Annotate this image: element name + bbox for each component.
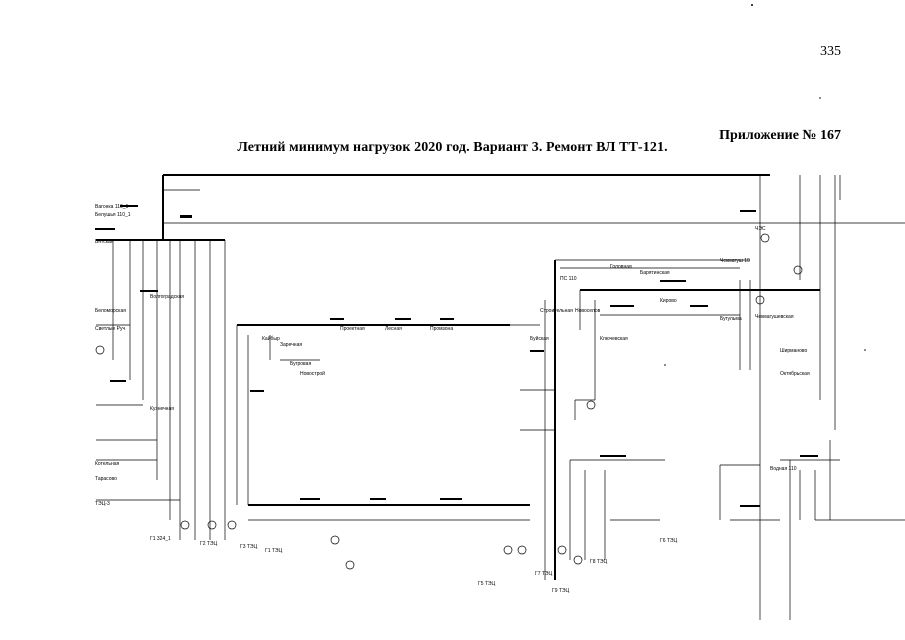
substation-label: Вагонка 110_1: [95, 204, 129, 210]
substation-label: Бугульма: [720, 316, 742, 322]
substation-label: ТЭЦ-3: [95, 501, 110, 507]
substation-label: Ключевская: [600, 336, 628, 342]
substation-label: Беломорская: [95, 308, 126, 314]
substation-label: Октябрьская: [780, 371, 810, 377]
substation-label: Новострой: [300, 370, 325, 377]
generator-icon: [345, 560, 355, 570]
substation-label: Ширманово: [780, 348, 808, 354]
substation-label: Барятинская: [640, 270, 670, 276]
substation-label: Г1 ТЭЦ: [265, 548, 283, 554]
substation-label: Кирово: [660, 298, 677, 304]
substation-label: Волгоградская: [150, 294, 184, 300]
appendix-label: Приложение № 167: [719, 128, 841, 143]
generator-icon: [573, 555, 583, 565]
generator-icon: [180, 520, 190, 530]
substation-label: Тарасово: [95, 476, 117, 482]
substation-label: Лесная: [385, 326, 402, 332]
substation-label: Г1 324_1: [150, 536, 171, 542]
substation-label: Новоселов: [575, 308, 601, 314]
substation-label: ЧЭС: [755, 226, 766, 232]
generator-icon: [517, 545, 527, 555]
scan-specks: [664, 4, 866, 366]
substation-label: Г6 ТЭЦ: [660, 538, 678, 544]
substation-label: Буйская: [530, 335, 549, 342]
substation-label: Г7 ТЭЦ: [535, 571, 553, 577]
substation-label: Кузнечная: [150, 406, 174, 412]
generator-icon: [760, 233, 770, 243]
substation-label: Вятская: [95, 239, 114, 245]
generator-icon: [330, 535, 340, 545]
generator-icon: [557, 545, 567, 555]
page-number: 335: [820, 44, 841, 59]
generator-icon: [755, 295, 765, 305]
measurement-marks: [95, 205, 818, 507]
substation-label: Светлые Руч: [95, 326, 126, 332]
generator-icon: [503, 545, 513, 555]
main-buses: [96, 174, 905, 620]
substation-label: ПС 110: [560, 276, 577, 282]
generator-icon: [95, 345, 105, 355]
substation-label: Г8 ТЭЦ: [590, 559, 608, 565]
substation-label: Кайбыр: [262, 335, 280, 342]
generators: [95, 233, 803, 570]
substation-label: Г5 ТЭЦ: [478, 581, 496, 587]
substation-label: Г2 ТЭЦ: [200, 541, 218, 547]
diagram-title: Летний минимум нагрузок 2020 год. Вариан…: [237, 140, 668, 155]
substation-label: Чекмагуш 10: [720, 258, 750, 264]
substation-label: Промзона: [430, 326, 453, 332]
generator-icon: [793, 265, 803, 275]
substation-label: Заречная: [280, 342, 302, 348]
substation-label: Г3 ТЭЦ: [240, 544, 258, 550]
substation-label: Котельная: [95, 461, 119, 467]
generator-icon: [586, 400, 596, 410]
substation-label: Бугровая: [290, 361, 311, 367]
substation-label: Головная: [610, 264, 632, 270]
generator-icon: [207, 520, 217, 530]
substation-label: Чекмагушевская: [755, 314, 794, 320]
substation-label: Водная 110: [770, 466, 797, 472]
substation-label: Г9 ТЭЦ: [552, 588, 570, 594]
substation-label: Строительная: [540, 308, 573, 314]
generator-icon: [227, 520, 237, 530]
substation-label: Белушья 110_1: [95, 212, 131, 218]
substation-label: Проектная: [340, 326, 365, 332]
